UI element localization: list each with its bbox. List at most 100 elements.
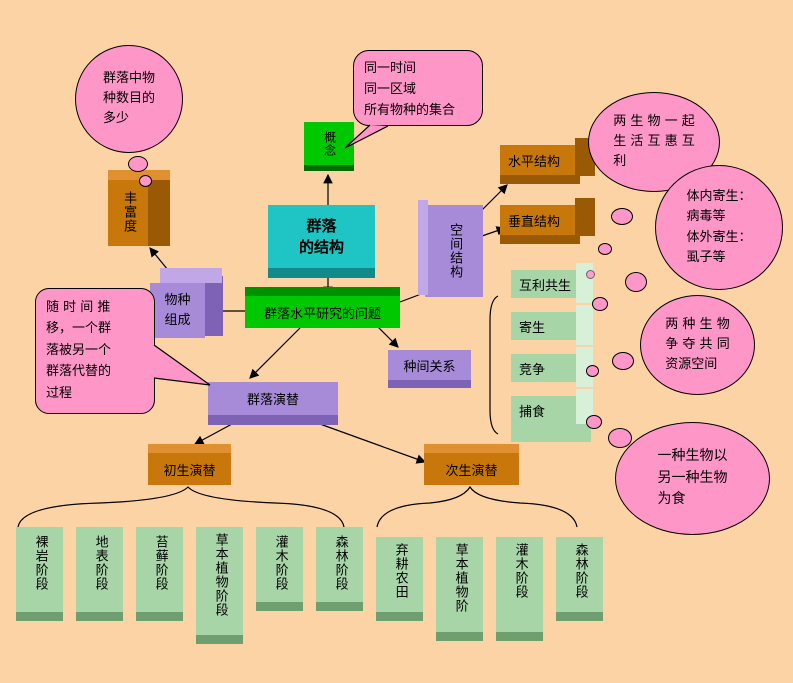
competition-bubble-dot-2	[586, 365, 599, 377]
relation-predation-label: 捕食	[519, 404, 546, 420]
secondary-stage-forest[interactable]: 森林阶段	[556, 537, 603, 612]
richness-box[interactable]: 丰富度	[108, 178, 148, 246]
predation-bubble: 一种生物以 另一种生物 为食	[615, 422, 770, 535]
secondary-stage-shrub-base	[496, 632, 543, 641]
secondary-succession-label: 次生演替	[445, 463, 498, 479]
secondary-succession-box[interactable]: 次生演替	[424, 453, 519, 485]
horizontal-structure-box[interactable]: 水平结构	[500, 145, 575, 175]
predation-line-1: 一种生物以	[657, 447, 728, 464]
vertical-structure-box[interactable]: 垂直结构	[500, 205, 575, 235]
secondary-stage-herb[interactable]: 草本植物阶	[436, 537, 483, 632]
horizontal-structure-base	[500, 175, 580, 184]
succession-line-2: 移，一个群	[46, 321, 112, 337]
center-label: 群落 的结构	[298, 216, 344, 256]
parasite-bubble: 体内寄生： 病毒等 体外寄生： 虱子等	[655, 165, 783, 290]
concept-label: 概念	[322, 130, 337, 157]
interspecies-box[interactable]: 种间关系	[388, 350, 471, 380]
primary-stage-shrub-base	[256, 602, 303, 611]
relation-parasitism-box[interactable]: 寄生	[511, 312, 576, 340]
succession-line-1: 随 时 间 推	[46, 300, 111, 315]
relation-mutualism-box[interactable]: 互利共生	[511, 270, 576, 298]
predation-line-3: 为食	[657, 491, 686, 508]
succession-line-4: 群落代替的	[46, 364, 112, 380]
secondary-stage-shrub[interactable]: 灌木阶段	[496, 537, 543, 632]
predation-bubble-dot-2	[586, 415, 602, 429]
mutualism-line-2: 生 活 互 惠 互	[613, 133, 695, 149]
relation-mutualism-side	[576, 263, 593, 303]
predation-line-2: 另一种生物	[657, 469, 728, 486]
richness-bubble: 群落中物 种数目的 多少	[75, 45, 183, 153]
center-box[interactable]: 群落 的结构	[268, 205, 375, 268]
relation-parasitism-label: 寄生	[519, 320, 546, 336]
relation-competition-label: 竞争	[519, 362, 546, 378]
richness-box-top	[108, 170, 170, 180]
primary-stage-herb-label: 草本植物阶段	[212, 533, 228, 617]
secondary-succession-top	[424, 444, 519, 453]
primary-stage-bare-rock-label: 裸岩阶段	[32, 535, 48, 591]
richness-label: 丰富度	[121, 191, 137, 233]
relation-competition-box[interactable]: 竞争	[511, 354, 576, 382]
secondary-stage-farmland-base	[376, 612, 423, 621]
spatial-structure-box[interactable]: 空间结构	[425, 205, 483, 297]
richness-bubble-dot-2	[139, 175, 152, 187]
succession-line-3: 落被另一个	[46, 342, 112, 358]
vertical-structure-side	[575, 198, 595, 236]
concept-line-1: 同一时间	[364, 61, 417, 76]
question-box[interactable]: 群落水平研究的问题	[245, 296, 400, 328]
primary-succession-box[interactable]: 初生演替	[148, 453, 231, 485]
relation-mutualism-label: 互利共生	[519, 278, 572, 294]
primary-stage-forest-label: 森林阶段	[332, 535, 348, 591]
interspecies-label: 种间关系	[403, 359, 456, 375]
secondary-stage-forest-base	[556, 612, 603, 621]
primary-stage-shrub[interactable]: 灌木阶段	[256, 527, 303, 602]
spatial-structure-side	[418, 200, 428, 295]
primary-stage-ground-label: 地表阶段	[92, 535, 108, 591]
richness-line-3: 多少	[102, 111, 129, 127]
question-label: 群落水平研究的问题	[263, 306, 381, 322]
concept-box[interactable]: 概念	[304, 122, 354, 165]
primary-stage-forest-base	[316, 602, 363, 611]
competition-line-1: 两 种 生 物	[665, 316, 730, 332]
competition-bubble: 两 种 生 物 争 夺 共 同 资源空间	[640, 295, 755, 395]
species-composition-label: 物种组成	[164, 293, 191, 328]
primary-succession-top	[148, 444, 231, 453]
richness-bubble-dot-1	[128, 156, 148, 172]
primary-stage-bare-rock[interactable]: 裸岩阶段	[16, 527, 63, 612]
primary-stage-moss[interactable]: 苔藓阶段	[136, 527, 183, 612]
horizontal-structure-label: 水平结构	[508, 154, 561, 170]
mutualism-bubble-dot-1	[611, 208, 633, 225]
parasite-bubble-dot-1	[625, 272, 647, 292]
richness-line-2: 种数目的	[102, 90, 155, 106]
spatial-structure-label: 空间结构	[447, 223, 463, 279]
primary-stage-ground[interactable]: 地表阶段	[76, 527, 123, 612]
primary-succession-label: 初生演替	[163, 463, 216, 479]
succession-box[interactable]: 群落演替	[208, 382, 338, 415]
competition-line-3: 资源空间	[665, 357, 718, 373]
mutualism-bubble-dot-2	[598, 243, 612, 255]
relation-predation-box[interactable]: 捕食	[511, 396, 576, 424]
secondary-stage-farmland[interactable]: 弃耕农田	[376, 537, 423, 612]
secondary-stage-herb-label: 草本植物阶	[452, 543, 468, 613]
relation-mutualism-dot	[586, 270, 595, 279]
primary-stage-moss-label: 苔藓阶段	[152, 535, 168, 591]
mutualism-line-3: 利	[613, 154, 627, 170]
concept-line-3: 所有物种的集合	[364, 102, 456, 118]
richness-line-1: 群落中物	[102, 70, 155, 86]
succession-base	[208, 415, 338, 425]
primary-stage-shrub-label: 灌木阶段	[272, 535, 288, 591]
parasite-line-1: 体内寄生：	[686, 189, 752, 205]
secondary-stage-herb-base	[436, 632, 483, 641]
relation-parasitism-side	[576, 305, 593, 345]
species-composition-box[interactable]: 物种组成	[150, 283, 205, 338]
species-composition-top	[160, 268, 222, 283]
secondary-stage-shrub-label: 灌木阶段	[512, 543, 528, 599]
parasite-line-2: 病毒等	[686, 209, 726, 225]
richness-box-side	[148, 180, 170, 246]
competition-bubble-dot-1	[612, 352, 634, 370]
vertical-structure-base	[500, 235, 580, 244]
primary-stage-forest[interactable]: 森林阶段	[316, 527, 363, 602]
primary-stage-herb[interactable]: 草本植物阶段	[196, 527, 243, 635]
primary-stage-moss-base	[136, 612, 183, 621]
secondary-stage-forest-label: 森林阶段	[572, 543, 588, 599]
